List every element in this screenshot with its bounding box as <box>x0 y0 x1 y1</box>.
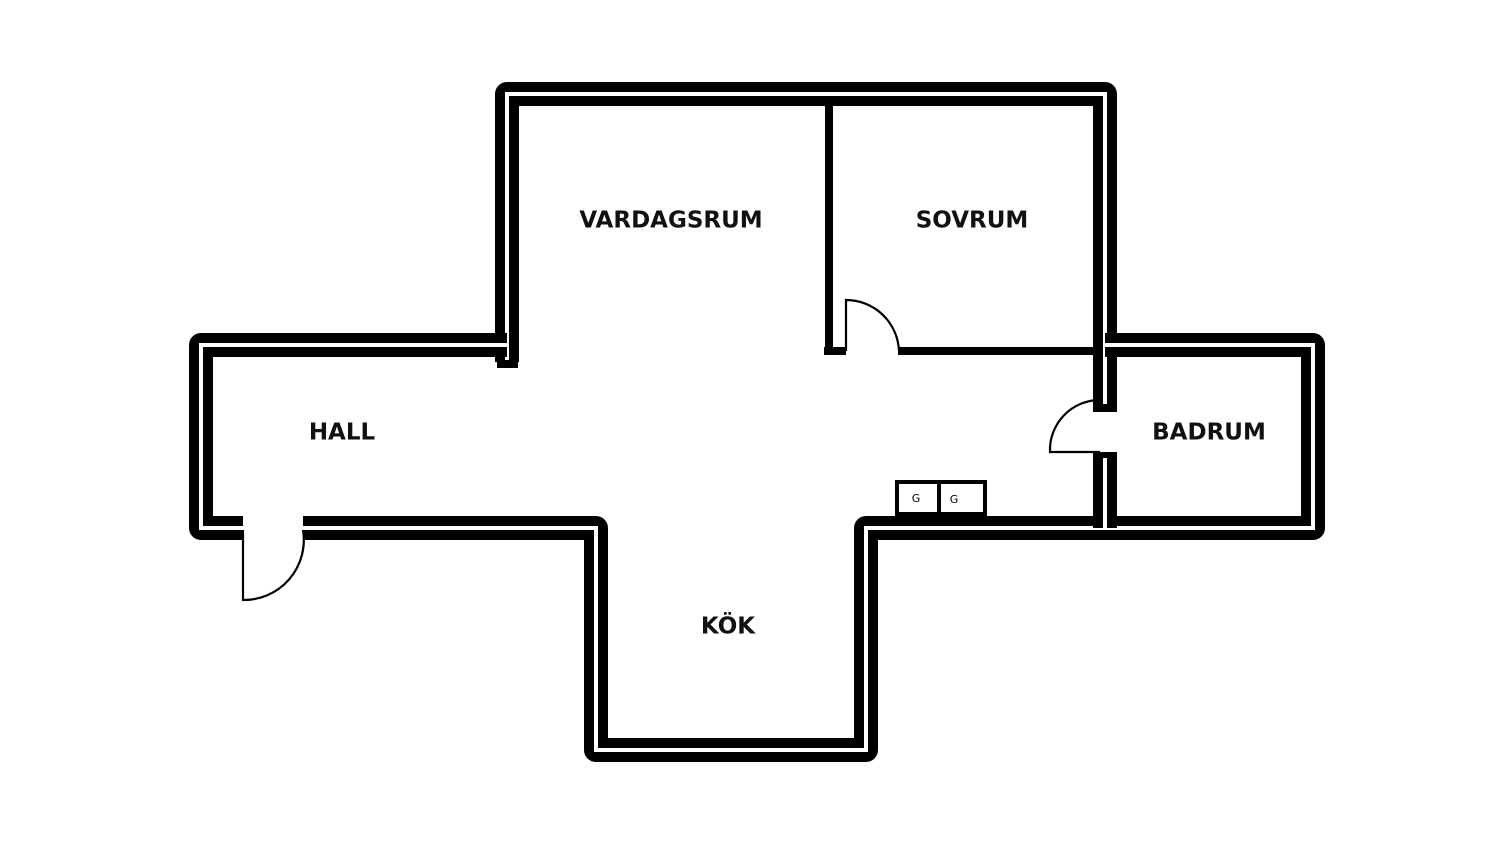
door-entrance <box>241 529 305 602</box>
door-badrum <box>1048 398 1101 454</box>
door-sovrum <box>844 298 901 352</box>
room-label-kok: KÖK <box>701 612 756 640</box>
room-label-vardagsrum: VARDAGSRUM <box>579 208 762 234</box>
interior-walls <box>497 104 1094 368</box>
stove-label-left: G <box>912 492 921 505</box>
room-label-sovrum: SOVRUM <box>916 208 1029 234</box>
doors <box>241 298 1101 602</box>
room-labels: VARDAGSRUM SOVRUM HALL BADRUM KÖK <box>309 208 1266 640</box>
outer-walls <box>189 82 1325 762</box>
stove: G G <box>895 480 987 516</box>
wall-upper-block <box>495 82 1117 412</box>
room-label-hall: HALL <box>309 420 376 446</box>
stove-burner-right <box>937 480 987 516</box>
room-label-badrum: BADRUM <box>1152 420 1266 446</box>
stove-label-right: G <box>950 493 959 506</box>
